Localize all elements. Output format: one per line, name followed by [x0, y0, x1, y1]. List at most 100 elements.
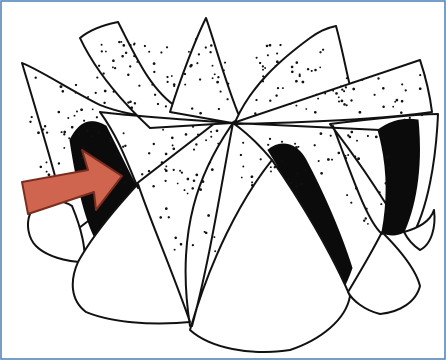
stipple-dot: [104, 90, 107, 93]
stipple-dot: [216, 129, 219, 132]
stipple-dot: [269, 100, 271, 102]
stipple-dot: [46, 131, 48, 133]
stipple-dot: [187, 193, 189, 195]
stipple-dot: [190, 64, 193, 67]
stipple-dot: [198, 53, 200, 55]
stipple-dot: [37, 131, 40, 134]
stipple-dot: [382, 137, 384, 139]
stipple-dot: [356, 140, 358, 142]
stipple-dot: [177, 183, 179, 185]
stipple-dot: [101, 44, 103, 46]
stipple-dot: [86, 129, 89, 132]
stipple-dot: [205, 46, 207, 48]
stipple-dot: [75, 84, 77, 86]
stipple-dot: [388, 167, 391, 170]
stipple-dot: [270, 166, 272, 168]
stipple-dot: [281, 141, 283, 143]
stipple-dot: [136, 61, 138, 63]
stipple-dot: [120, 41, 122, 43]
stipple-dot: [103, 102, 105, 104]
stipple-dot: [153, 71, 155, 73]
stipple-dot: [29, 121, 31, 123]
stipple-dot: [341, 100, 344, 103]
stipple-dot: [256, 57, 258, 59]
stipple-dot: [266, 45, 269, 48]
stipple-dot: [152, 185, 155, 188]
stipple-dot: [180, 243, 183, 246]
stipple-dot: [346, 194, 348, 196]
stipple-dot: [405, 89, 407, 91]
stipple-dot: [159, 216, 162, 219]
stipple-dot: [338, 152, 341, 155]
stipple-dot: [62, 90, 65, 93]
stipple-dot: [307, 68, 309, 70]
stipple-dot: [42, 128, 44, 130]
stipple-dot: [317, 98, 319, 100]
stipple-dot: [157, 103, 159, 105]
stipple-dot: [287, 178, 289, 180]
stipple-dot: [359, 111, 362, 114]
stipple-dot: [262, 69, 264, 71]
stipple-dot: [191, 187, 194, 190]
stipple-dot: [40, 166, 43, 169]
stipple-dot: [46, 171, 48, 173]
stipple-dot: [192, 244, 194, 246]
stipple-dot: [154, 94, 156, 96]
stipple-dot: [173, 85, 175, 87]
stipple-dot: [298, 146, 300, 148]
stipple-dot: [375, 136, 378, 139]
stipple-dot: [184, 189, 186, 191]
stipple-dot: [184, 73, 186, 75]
stipple-dot: [295, 80, 298, 83]
stipple-dot: [75, 92, 77, 94]
stipple-dot: [204, 231, 206, 233]
stipple-dot: [319, 66, 321, 68]
stipple-dot: [251, 184, 254, 187]
stipple-dot: [133, 55, 135, 57]
stipple-dot: [174, 237, 177, 240]
stipple-dot: [63, 147, 65, 149]
stipple-dot: [113, 91, 115, 93]
stipple-dot: [87, 96, 89, 98]
stipple-dot: [335, 92, 338, 95]
stipple-dot: [192, 126, 194, 128]
stipple-dot: [165, 153, 168, 156]
stipple-dot: [320, 172, 323, 175]
stipple-dot: [355, 187, 358, 190]
stipple-dot: [191, 107, 193, 109]
stipple-dot: [148, 51, 150, 53]
stipple-dot: [129, 65, 131, 67]
stipple-dot: [165, 105, 167, 107]
stipple-dot: [63, 133, 65, 135]
stipple-dot: [409, 117, 411, 119]
stipple-dot: [314, 144, 316, 146]
stipple-dot: [281, 160, 283, 162]
stipple-dot: [172, 147, 175, 150]
stipple-dot: [352, 88, 355, 91]
stipple-dot: [267, 54, 269, 56]
stipple-dot: [165, 169, 168, 172]
stipple-dot: [197, 133, 199, 135]
stipple-dot: [338, 100, 340, 102]
stipple-dot: [35, 77, 37, 79]
stipple-dot: [316, 185, 318, 187]
stipple-dot: [125, 52, 127, 54]
stipple-dot: [347, 154, 349, 156]
stipple-dot: [259, 62, 261, 64]
stipple-dot: [262, 75, 264, 77]
stipple-dot: [400, 111, 403, 114]
stipple-dot: [386, 156, 389, 159]
stipple-dot: [112, 66, 114, 68]
stipple-dot: [242, 166, 244, 168]
stipple-dot: [148, 170, 150, 172]
stipple-dot: [195, 143, 197, 145]
stipple-dot: [338, 96, 340, 98]
stipple-dot: [295, 105, 297, 107]
stipple-dot: [184, 84, 186, 86]
stipple-dot: [122, 146, 124, 148]
stipple-dot: [300, 183, 303, 186]
stipple-dot: [282, 87, 284, 89]
stipple-dot: [172, 144, 174, 146]
stipple-dot: [195, 174, 198, 177]
stipple-dot: [343, 103, 346, 106]
